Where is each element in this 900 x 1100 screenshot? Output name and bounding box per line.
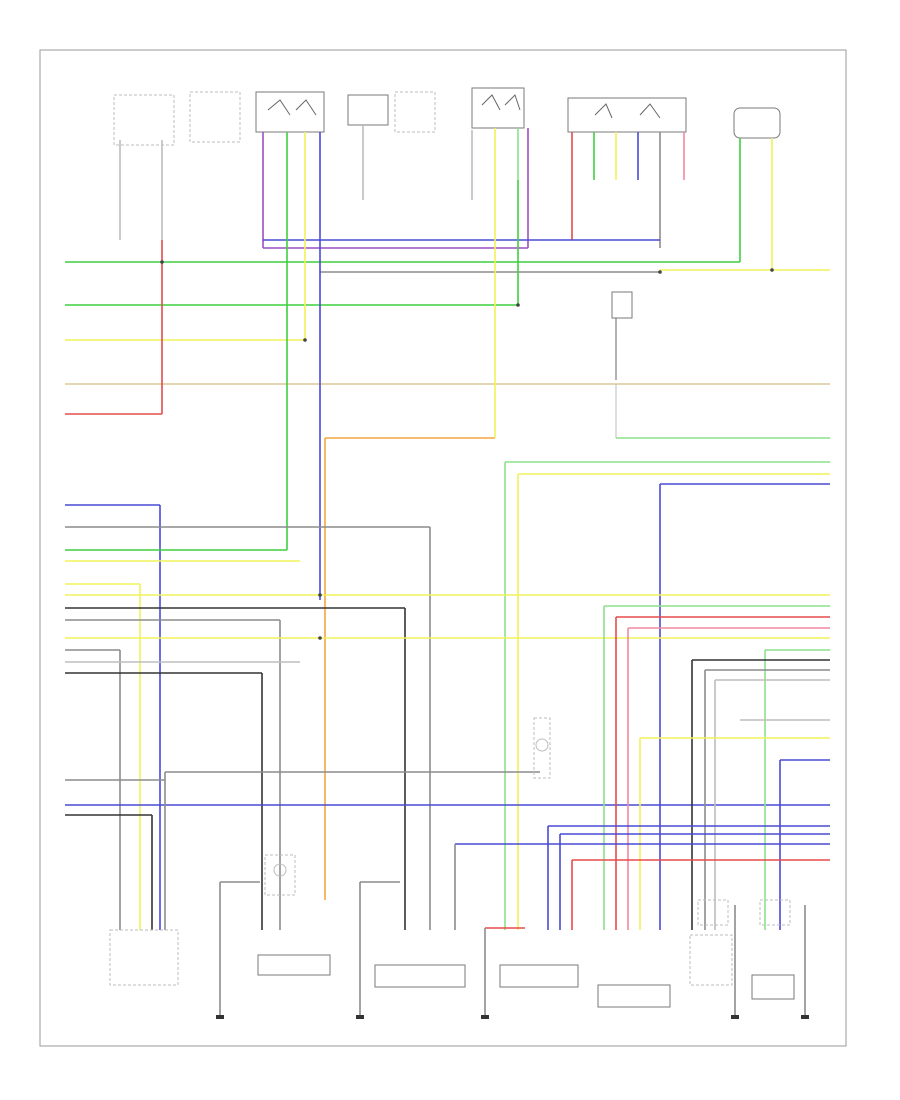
component-switch-1b [189, 91, 241, 143]
horizontal-bus [65, 239, 830, 485]
left-bus [65, 504, 830, 930]
component-relay-2 [255, 91, 325, 133]
top-vertical-wires [119, 125, 773, 270]
component-switch-3 [347, 94, 389, 126]
bottom-component-6 [689, 934, 733, 986]
diagram-frame [39, 49, 847, 1047]
ground-symbols [216, 1015, 809, 1019]
component-switch-1 [113, 94, 175, 146]
bottom-component-1 [109, 929, 179, 986]
mid-relay [611, 291, 633, 438]
right-bus [455, 605, 830, 930]
bottom-component-4 [499, 964, 579, 988]
component-relay-5 [567, 97, 687, 133]
bottom-component-5 [597, 984, 671, 1008]
bottom-component-7 [751, 974, 795, 1000]
middle-vertical-wires [286, 180, 661, 930]
component-switch-3b [394, 91, 436, 133]
component-relay-4 [471, 87, 525, 129]
bottom-component-3 [374, 964, 466, 988]
component-sensor-6 [733, 107, 781, 139]
misc-connectors [219, 717, 806, 1015]
splice-nodes [160, 260, 774, 640]
top-components [113, 87, 781, 146]
bottom-component-2 [257, 954, 331, 976]
bottom-components [109, 929, 795, 1008]
